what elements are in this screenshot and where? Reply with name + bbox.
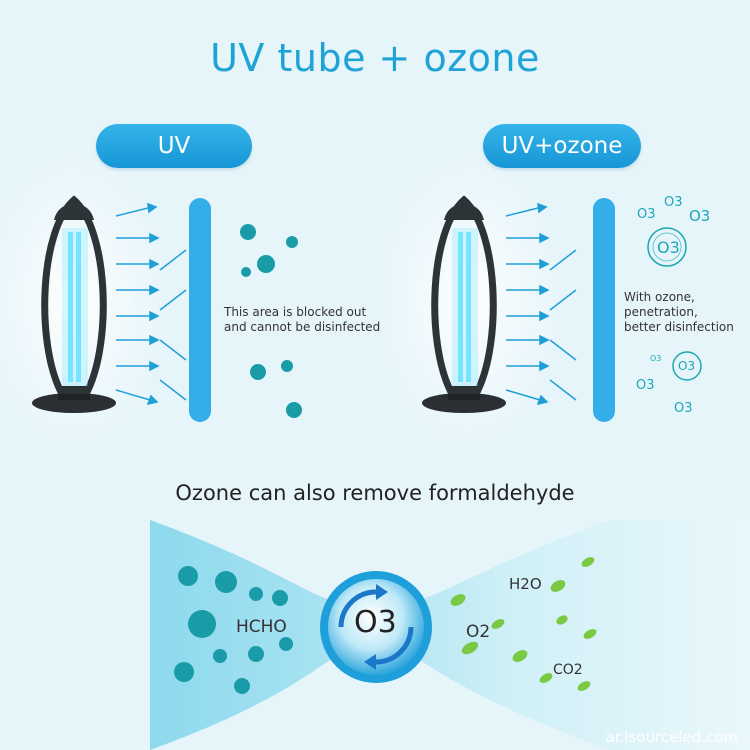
blocked-note-line2: and cannot be disinfected bbox=[224, 320, 381, 334]
watermark: ar.isourceled.com bbox=[605, 728, 738, 746]
o3-center-label: O3 bbox=[354, 605, 397, 640]
uv-ozone-badge: UV+ozone bbox=[483, 124, 641, 168]
o3-label: O3 bbox=[674, 401, 693, 416]
co2-label: CO2 bbox=[553, 662, 583, 678]
ozone-note: With ozone, penetration, better disinfec… bbox=[624, 290, 734, 335]
ozone-note-line1: With ozone, bbox=[624, 290, 695, 304]
o3-label: O3 bbox=[636, 378, 655, 393]
o3-label: O3 bbox=[702, 375, 703, 376]
uv-lamp-icon-right bbox=[422, 195, 506, 413]
o3-center-icon bbox=[320, 571, 432, 683]
uv-arrows bbox=[115, 202, 187, 406]
o2-label: O2 bbox=[466, 622, 491, 642]
subtitle: Ozone can also remove formaldehyde bbox=[175, 481, 575, 505]
blocked-note-line1: This area is blocked out bbox=[224, 305, 367, 319]
blocking-wall bbox=[189, 198, 211, 422]
o3-label: O3 bbox=[637, 207, 656, 222]
o3-label: O3 bbox=[650, 354, 662, 363]
hcho-label: HCHO bbox=[236, 617, 287, 637]
ozone-note-line3: better disinfection bbox=[624, 320, 734, 334]
formaldehyde-virus-cluster bbox=[174, 566, 293, 694]
ozone-note-line2: penetration, bbox=[624, 305, 698, 319]
left-diagram bbox=[32, 195, 302, 422]
o3-label: O3 bbox=[657, 238, 680, 257]
o3-label: O3 bbox=[664, 195, 683, 210]
o3-ring-icon bbox=[647, 227, 687, 267]
page-title: UV tube + ozone bbox=[210, 36, 540, 80]
blocking-wall-right bbox=[593, 198, 615, 422]
right-diagram bbox=[422, 195, 615, 422]
uv-badge: UV bbox=[96, 124, 252, 168]
uv-lamp-icon bbox=[32, 195, 116, 413]
o3-label: O3 bbox=[678, 359, 696, 373]
o3-label: O3 bbox=[689, 207, 711, 225]
virus-icon bbox=[240, 224, 302, 418]
h2o-label: H2O bbox=[509, 575, 542, 593]
o3-ring-icon-2 bbox=[672, 351, 702, 381]
uv-arrows-right bbox=[505, 202, 577, 406]
leaf-icons bbox=[450, 557, 597, 691]
blocked-note: This area is blocked out and cannot be d… bbox=[224, 305, 380, 335]
